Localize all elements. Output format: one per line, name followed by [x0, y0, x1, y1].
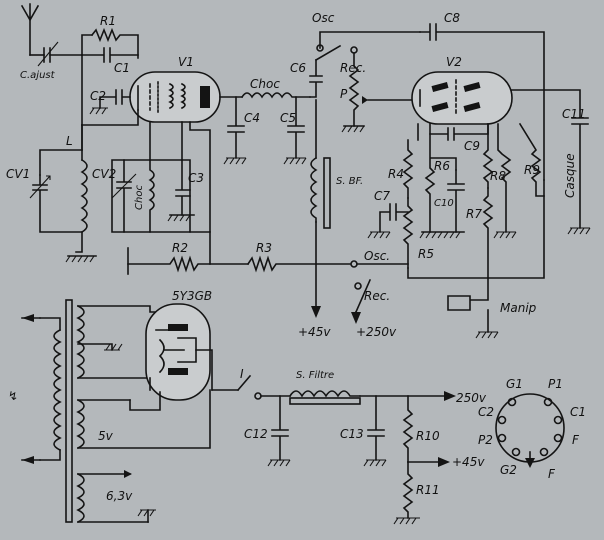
label-cv1: CV1	[6, 167, 30, 181]
label-c3: C3	[188, 171, 204, 185]
label-pin-p2: P2	[478, 433, 493, 447]
label-c7: C7	[374, 189, 390, 203]
label-r2: R2	[172, 241, 188, 255]
switch-osc-rec-top	[314, 44, 342, 62]
label-r11: R11	[416, 483, 440, 497]
label-rec-top: Rec.	[340, 61, 366, 75]
label-pin-g2: G2	[500, 463, 517, 477]
label-pin-f-bottom: F	[548, 467, 556, 481]
label-pin-g1: G1	[506, 377, 523, 391]
label-r3: R3	[256, 241, 272, 255]
label-pin-f-right: F	[572, 433, 580, 447]
label-c13: C13	[340, 427, 364, 441]
label-c10: C10	[434, 198, 454, 209]
label-r7: R7	[466, 207, 482, 221]
label-casque: Casque	[563, 153, 577, 198]
label-manip: Manip	[500, 301, 537, 315]
label-r8: R8	[490, 169, 506, 183]
label-c8: C8	[444, 11, 460, 25]
label-osc-top: Osc	[312, 11, 335, 25]
label-sfiltre: S. Filtre	[296, 370, 334, 381]
label-pin-c2: C2	[478, 405, 494, 419]
label-plus250: +250v	[356, 325, 397, 339]
label-cv2: CV2	[92, 167, 116, 181]
label-r4: R4	[388, 167, 404, 181]
label-6v3: 6,3v	[106, 489, 133, 503]
label-c9: C9	[464, 139, 480, 153]
label-rec-bottom: Rec.	[364, 289, 390, 303]
switch-osc-rec-bottom	[354, 278, 372, 314]
label-250v: 250v	[456, 391, 487, 405]
label-antenna-cap: C.ajust	[20, 70, 56, 81]
label-sbf: S. BF.	[336, 176, 363, 187]
label-l: L	[66, 134, 73, 148]
label-choc-plate: Choc	[250, 77, 280, 91]
label-mains-symbol: ↯	[8, 389, 18, 403]
label-v1: V1	[178, 55, 194, 69]
label-pin-c1: C1	[570, 405, 586, 419]
label-5v: 5v	[98, 429, 114, 443]
label-c1: C1	[114, 61, 130, 75]
label-c5: C5	[280, 111, 296, 125]
label-r6: R6	[434, 159, 450, 173]
label-plus45: +45v	[298, 325, 331, 339]
label-c2: C2	[90, 89, 106, 103]
power-transformer-core	[65, 299, 73, 523]
adjustable-antenna-capacitor	[37, 41, 59, 67]
label-r1: R1	[100, 14, 116, 28]
label-c6: C6	[290, 61, 306, 75]
label-p: P	[340, 87, 348, 101]
tube-v2	[411, 71, 513, 125]
label-r10: R10	[416, 429, 440, 443]
label-plus45-out: +45v	[452, 455, 485, 469]
label-i: I	[240, 367, 244, 381]
label-osc-bottom: Osc.	[364, 249, 390, 263]
label-5y3gb: 5Y3GB	[172, 289, 212, 303]
antenna	[20, 3, 40, 56]
label-r5: R5	[418, 247, 434, 261]
tube-v1	[129, 71, 221, 123]
label-pin-p1: P1	[548, 377, 563, 391]
tube-rectifier-5y3gb	[145, 303, 211, 401]
label-choc-v1: Choc	[134, 185, 145, 210]
label-r9: R9	[524, 163, 540, 177]
label-c12: C12	[244, 427, 268, 441]
label-v2: V2	[446, 55, 462, 69]
label-c11: C11	[562, 107, 586, 121]
tube-socket-pinout	[495, 393, 565, 468]
label-c4: C4	[244, 111, 260, 125]
